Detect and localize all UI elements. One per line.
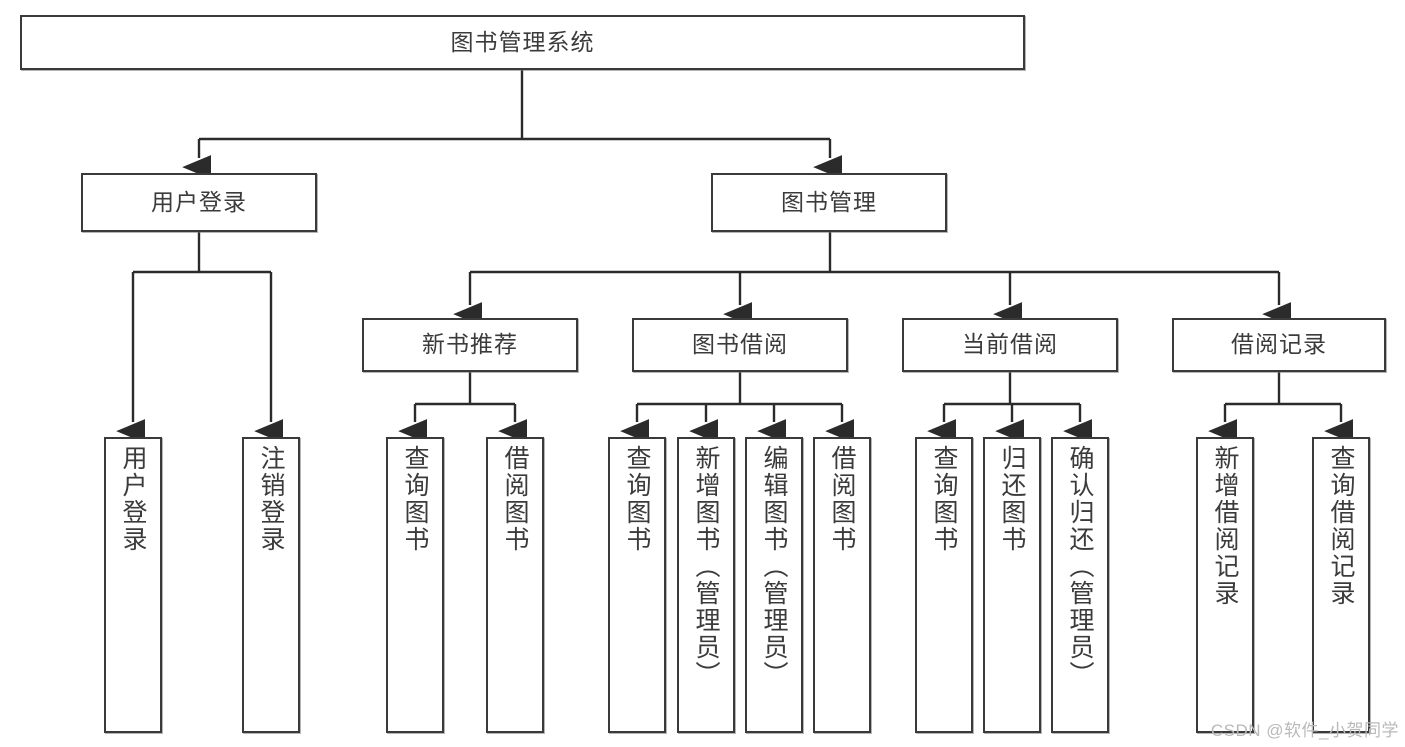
node-leaf-user-logout[interactable]: 注销登录 — [242, 437, 300, 733]
node-new-book-recommend-label: 新书推荐 — [422, 331, 518, 358]
node-leaf-query-book-3-label: 查询图书 — [930, 445, 958, 553]
node-leaf-add-book[interactable]: 新增图书（管理员） — [677, 437, 735, 733]
watermark: CSDN @软件_小贺同学 — [1210, 721, 1399, 740]
node-leaf-confirm-return[interactable]: 确认归还（管理员） — [1051, 437, 1109, 733]
node-leaf-add-record[interactable]: 新增借阅记录 — [1196, 437, 1254, 733]
node-leaf-query-record[interactable]: 查询借阅记录 — [1312, 437, 1370, 733]
node-borrow-record-label: 借阅记录 — [1231, 331, 1327, 358]
node-current-borrow[interactable]: 当前借阅 — [902, 318, 1118, 372]
node-new-book-recommend[interactable]: 新书推荐 — [362, 318, 578, 372]
node-leaf-user-login-label: 用户登录 — [119, 445, 147, 553]
node-leaf-borrow-book-2[interactable]: 借阅图书 — [813, 437, 871, 733]
node-leaf-query-record-label: 查询借阅记录 — [1327, 445, 1355, 607]
node-leaf-edit-book[interactable]: 编辑图书（管理员） — [745, 437, 803, 733]
node-leaf-query-book-1[interactable]: 查询图书 — [386, 437, 444, 733]
node-leaf-query-book-1-label: 查询图书 — [401, 445, 429, 553]
node-leaf-query-book-2[interactable]: 查询图书 — [608, 437, 666, 733]
node-leaf-confirm-return-label: 确认归还（管理员） — [1066, 445, 1094, 688]
node-leaf-borrow-book-1[interactable]: 借阅图书 — [486, 437, 544, 733]
node-book-borrow[interactable]: 图书借阅 — [632, 318, 848, 372]
node-book-manage-label: 图书管理 — [781, 188, 877, 215]
node-user-login-label: 用户登录 — [151, 188, 247, 215]
node-user-login[interactable]: 用户登录 — [81, 173, 317, 232]
node-leaf-borrow-book-1-label: 借阅图书 — [501, 445, 529, 553]
node-leaf-edit-book-label: 编辑图书（管理员） — [760, 445, 788, 688]
node-root[interactable]: 图书管理系统 — [20, 15, 1025, 70]
node-leaf-query-book-2-label: 查询图书 — [623, 445, 651, 553]
node-book-manage[interactable]: 图书管理 — [711, 173, 947, 232]
node-leaf-user-login[interactable]: 用户登录 — [104, 437, 162, 733]
node-leaf-borrow-book-2-label: 借阅图书 — [828, 445, 856, 553]
node-leaf-user-logout-label: 注销登录 — [257, 445, 285, 553]
node-leaf-return-book[interactable]: 归还图书 — [983, 437, 1041, 733]
node-borrow-record[interactable]: 借阅记录 — [1172, 318, 1386, 372]
node-current-borrow-label: 当前借阅 — [962, 331, 1058, 358]
node-leaf-add-record-label: 新增借阅记录 — [1211, 445, 1239, 607]
node-book-borrow-label: 图书借阅 — [692, 331, 788, 358]
node-leaf-return-book-label: 归还图书 — [998, 445, 1026, 553]
node-root-label: 图书管理系统 — [450, 28, 595, 55]
node-leaf-query-book-3[interactable]: 查询图书 — [915, 437, 973, 733]
node-leaf-add-book-label: 新增图书（管理员） — [692, 445, 720, 688]
